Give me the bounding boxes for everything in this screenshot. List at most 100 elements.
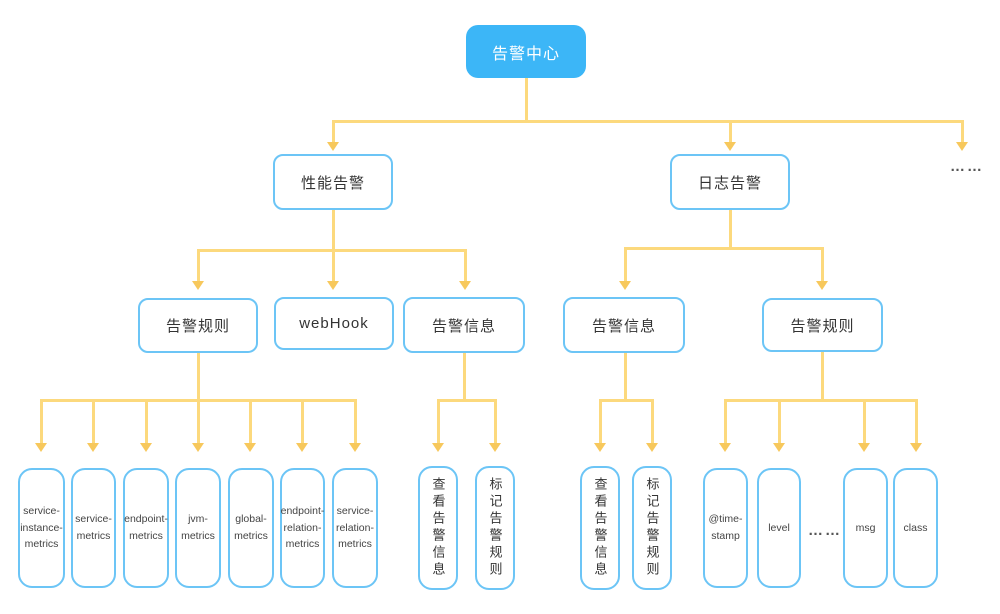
connector-drop <box>39 399 43 443</box>
connector-drop <box>960 120 964 142</box>
node-view-alert-info-right: 查看告警信息 <box>580 466 620 590</box>
node-view-alert-info-right-label: 查看告警信息 <box>592 477 608 579</box>
node-endpoint-relation-metrics: endpoint-relation-metrics <box>280 468 325 588</box>
connector-stem <box>462 353 466 401</box>
node-alert-center-label: 告警中心 <box>491 45 560 63</box>
connector-drop <box>196 399 200 443</box>
node-alert-rules-left-label: 告警规则 <box>165 318 230 335</box>
arrow-down-icon <box>955 142 968 151</box>
node-alert-rules-right-label: 告警规则 <box>790 317 855 335</box>
connector-drop <box>300 399 304 443</box>
node-timestamp-label: @time-stamp <box>708 513 743 542</box>
connector-drop <box>820 247 824 281</box>
node-mark-alert-rules-left-label: 标记告警规则 <box>487 477 503 579</box>
node-view-alert-info-left-label: 查看告警信息 <box>430 477 446 579</box>
arrow-down-icon <box>326 281 339 290</box>
connector-drop <box>144 399 148 443</box>
connector-drop <box>331 249 335 281</box>
connector-stem <box>196 353 200 401</box>
node-global-metrics-label: global-metrics <box>234 513 268 542</box>
node-ellipsis-bottom-label: …… <box>808 521 842 539</box>
node-webhook-label: webHook <box>299 315 369 332</box>
arrow-down-icon <box>857 443 870 452</box>
node-endpoint-metrics-label: endpoint-metrics <box>124 513 168 542</box>
node-jvm-metrics-label: jvm-metrics <box>181 513 215 542</box>
node-endpoint-relation-metrics-label: endpoint-relation-metrics <box>280 504 325 551</box>
arrow-down-icon <box>909 443 922 452</box>
node-service-metrics: service-metrics <box>71 468 116 588</box>
node-service-instance-metrics-label: service-instance-metrics <box>20 504 63 551</box>
connector-bus <box>436 398 497 402</box>
connector-stem <box>820 352 824 401</box>
node-service-relation-metrics: service-relation-metrics <box>332 468 378 588</box>
arrow-down-icon <box>326 142 339 151</box>
arrow-down-icon <box>191 281 204 290</box>
connector-drop <box>777 399 781 443</box>
arrow-down-icon <box>645 443 658 452</box>
connector-drop <box>914 399 918 443</box>
connector-drop <box>91 399 95 443</box>
connector-bus <box>623 246 824 250</box>
node-ellipsis-top: …… <box>944 155 990 177</box>
node-mark-alert-rules-left: 标记告警规则 <box>475 466 515 590</box>
arrow-down-icon <box>295 443 308 452</box>
node-ellipsis-bottom: …… <box>805 519 845 541</box>
connector-drop <box>331 120 335 142</box>
node-alert-info-left-label: 告警信息 <box>431 317 496 335</box>
arrow-down-icon <box>191 443 204 452</box>
arrow-down-icon <box>618 281 631 290</box>
connector-drop <box>650 399 654 443</box>
arrow-down-icon <box>431 443 444 452</box>
node-timestamp: @time-stamp <box>703 468 748 588</box>
node-global-metrics: global-metrics <box>228 468 274 588</box>
node-alert-rules-left: 告警规则 <box>138 298 258 353</box>
node-alert-info-right: 告警信息 <box>563 297 685 353</box>
connector-drop <box>463 249 467 281</box>
arrow-down-icon <box>139 443 152 452</box>
node-mark-alert-rules-right-label: 标记告警规则 <box>644 477 660 579</box>
node-alert-center: 告警中心 <box>466 25 586 78</box>
node-view-alert-info-left: 查看告警信息 <box>418 466 458 590</box>
node-class: class <box>893 468 938 588</box>
connector-drop <box>436 399 440 443</box>
connector-bus <box>598 398 654 402</box>
connector-stem <box>728 210 732 249</box>
arrow-down-icon <box>772 443 785 452</box>
node-alert-info-left: 告警信息 <box>403 297 525 353</box>
arrow-down-icon <box>458 281 471 290</box>
arrow-down-icon <box>86 443 99 452</box>
node-jvm-metrics: jvm-metrics <box>175 468 221 588</box>
node-webhook: webHook <box>274 297 394 350</box>
connector-drop <box>723 399 727 443</box>
node-msg-label: msg <box>855 521 876 534</box>
connector-stem <box>331 210 335 251</box>
connector-stem <box>524 78 528 122</box>
node-performance-alert-label: 性能告警 <box>300 174 365 192</box>
connector-drop <box>862 399 866 443</box>
arrow-down-icon <box>718 443 731 452</box>
node-alert-rules-right: 告警规则 <box>762 298 883 352</box>
node-class-label: class <box>903 521 928 534</box>
node-endpoint-metrics: endpoint-metrics <box>123 468 169 588</box>
node-msg: msg <box>843 468 888 588</box>
connector-bus <box>723 398 918 402</box>
connector-bus <box>331 119 964 123</box>
arrow-down-icon <box>723 142 736 151</box>
connector-drop <box>493 399 497 443</box>
arrow-down-icon <box>488 443 501 452</box>
connector-drop <box>353 399 357 443</box>
arrow-down-icon <box>348 443 361 452</box>
node-log-alert-label: 日志告警 <box>697 174 762 192</box>
connector-drop <box>196 249 200 281</box>
node-service-instance-metrics: service-instance-metrics <box>18 468 65 588</box>
arrow-down-icon <box>243 443 256 452</box>
node-performance-alert: 性能告警 <box>273 154 393 210</box>
connector-stem <box>623 353 627 401</box>
connector-drop <box>598 399 602 443</box>
connector-drop <box>248 399 252 443</box>
node-mark-alert-rules-right: 标记告警规则 <box>632 466 672 590</box>
arrow-down-icon <box>815 281 828 290</box>
node-service-relation-metrics-label: service-relation-metrics <box>336 504 374 551</box>
connector-drop <box>728 120 732 142</box>
